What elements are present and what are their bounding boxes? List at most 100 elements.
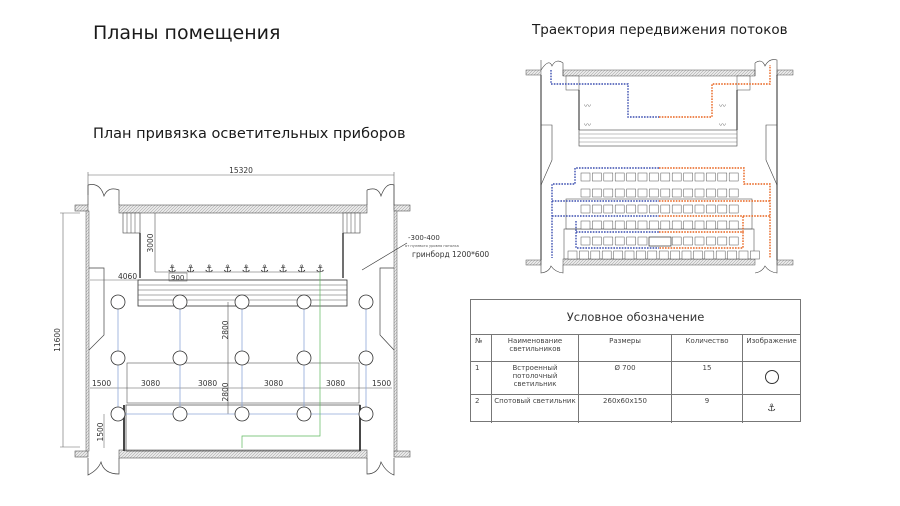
entry-flow-path: [550, 70, 659, 118]
seat-icon: [694, 172, 705, 182]
seat-icon: [670, 250, 680, 260]
seat-icon: [671, 188, 682, 198]
seat-icon: [603, 204, 614, 214]
seat-icon: [660, 220, 671, 230]
seat-icon: [728, 236, 739, 246]
legend-name: Спотовый светильник: [491, 394, 579, 423]
ceiling-light-icon: [110, 294, 126, 310]
svg-text:〰: 〰: [584, 121, 591, 129]
seat-icon: [694, 220, 705, 230]
page-title: Планы помещения: [93, 22, 281, 44]
seat-icon: [694, 204, 705, 214]
seat-icon: [717, 172, 728, 182]
seat-icon: [727, 250, 737, 260]
dim-11600: 11600: [53, 328, 62, 352]
annotation-note: от нулевого уровня потолка: [405, 244, 459, 248]
dim-2800-b: 2800: [221, 382, 230, 401]
seat-icon: [706, 236, 716, 246]
seat-icon: [649, 204, 659, 214]
legend-qty: 15: [671, 361, 743, 395]
dim-4060: 4060: [118, 272, 137, 281]
seat-icon: [592, 204, 602, 214]
svg-text:〰: 〰: [719, 102, 726, 110]
walls: [74, 184, 411, 476]
seat-icon: [603, 220, 614, 230]
seat-icon: [613, 250, 623, 260]
legend-title: Условное обозначение: [471, 300, 800, 335]
ceiling-light-icon: [358, 406, 374, 422]
spotlight-icon: ⚓: [168, 264, 177, 275]
dim-1500-right: 1500: [372, 379, 391, 388]
dimension-overall-height: 11600: [53, 212, 80, 448]
legend-num: 2: [475, 397, 480, 405]
seat-icon: [579, 250, 589, 260]
seat-icon: [706, 220, 716, 230]
seat-icon: [626, 172, 636, 182]
seat-icon: [626, 204, 636, 214]
exit-flow-path: [659, 167, 771, 258]
legend-table: Условное обозначение № Наименование свет…: [470, 299, 801, 423]
seat-icon: [717, 204, 728, 214]
seat-icon: [706, 172, 716, 182]
legend-num: 1: [471, 361, 492, 395]
seat-icon: [603, 236, 614, 246]
seat-icon: [717, 220, 728, 230]
dim-1500-bottom: 1500: [96, 422, 105, 441]
seat-icon: [637, 188, 648, 198]
spotlight-icon: ⚓: [242, 264, 251, 275]
legend-row: 2 Спотовый светильник 260x60x150 9 ⚓: [471, 394, 800, 423]
ceiling-light-icon: [110, 350, 126, 366]
seat-icon: [717, 188, 728, 198]
legend-row: 1 Встроенный потолочный светильник Ø 700…: [471, 361, 800, 395]
seat-icon: [728, 188, 739, 198]
spotlight-row: ⚓⚓⚓⚓⚓⚓⚓⚓⚓: [168, 264, 325, 275]
seat-icon: [614, 236, 625, 246]
ceiling-annotation: -300-400 от нулевого уровня потолка грин…: [361, 234, 489, 271]
seat-icon: [637, 172, 648, 182]
annotation-level: -300-400: [408, 234, 440, 242]
dim-3080-4: 3080: [326, 379, 345, 388]
ceiling-light-icon: [358, 350, 374, 366]
ceiling-light-grid: [110, 294, 374, 422]
seat-rows: [567, 172, 760, 260]
seat-icon: [671, 236, 682, 246]
seat-icon: [626, 236, 636, 246]
legend-name: Встроенный потолочный светильник: [491, 361, 579, 395]
seat-icon: [671, 220, 682, 230]
annotation-material: гринборд 1200*600: [412, 250, 489, 259]
seat-icon: [567, 250, 578, 260]
spotlight-icon: ⚓: [186, 264, 195, 275]
ceiling-light-icon: [172, 406, 188, 422]
seat-icon: [590, 250, 601, 260]
seat-icon: [580, 188, 591, 198]
seat-icon: [683, 236, 693, 246]
seat-icon: [681, 250, 692, 260]
flow-paths: [550, 65, 771, 258]
ceiling-light-icon: [358, 294, 374, 310]
legend-size: 260x60x150: [578, 394, 672, 423]
spotlight-icon: ⚓: [205, 264, 214, 275]
ceiling-light-icon: [172, 294, 188, 310]
spotlight-icon: ⚓: [279, 264, 288, 275]
entry-flow-path: [551, 167, 659, 258]
seat-icon: [580, 204, 591, 214]
dim-15320: 15320: [229, 166, 253, 175]
dim-3000: 3000: [146, 233, 155, 252]
seat-icon: [637, 220, 648, 230]
seat-icon: [728, 204, 739, 214]
spotlight-icon: ⚓: [316, 264, 325, 275]
dim-900: 900: [171, 274, 184, 282]
seat-icon: [647, 250, 658, 260]
legend-qty: 9: [671, 394, 743, 423]
seat-icon: [728, 172, 739, 182]
seat-icon: [717, 236, 728, 246]
flow-plan-title: Траектория передвижения потоков: [532, 22, 788, 38]
legend-symbol-cell: [742, 361, 800, 395]
ceiling-light-icon: [110, 406, 126, 422]
seat-icon: [614, 220, 625, 230]
seat-icon: [592, 188, 602, 198]
dim-3080-2: 3080: [198, 379, 217, 388]
seat-icon: [671, 204, 682, 214]
seat-icon: [614, 188, 625, 198]
